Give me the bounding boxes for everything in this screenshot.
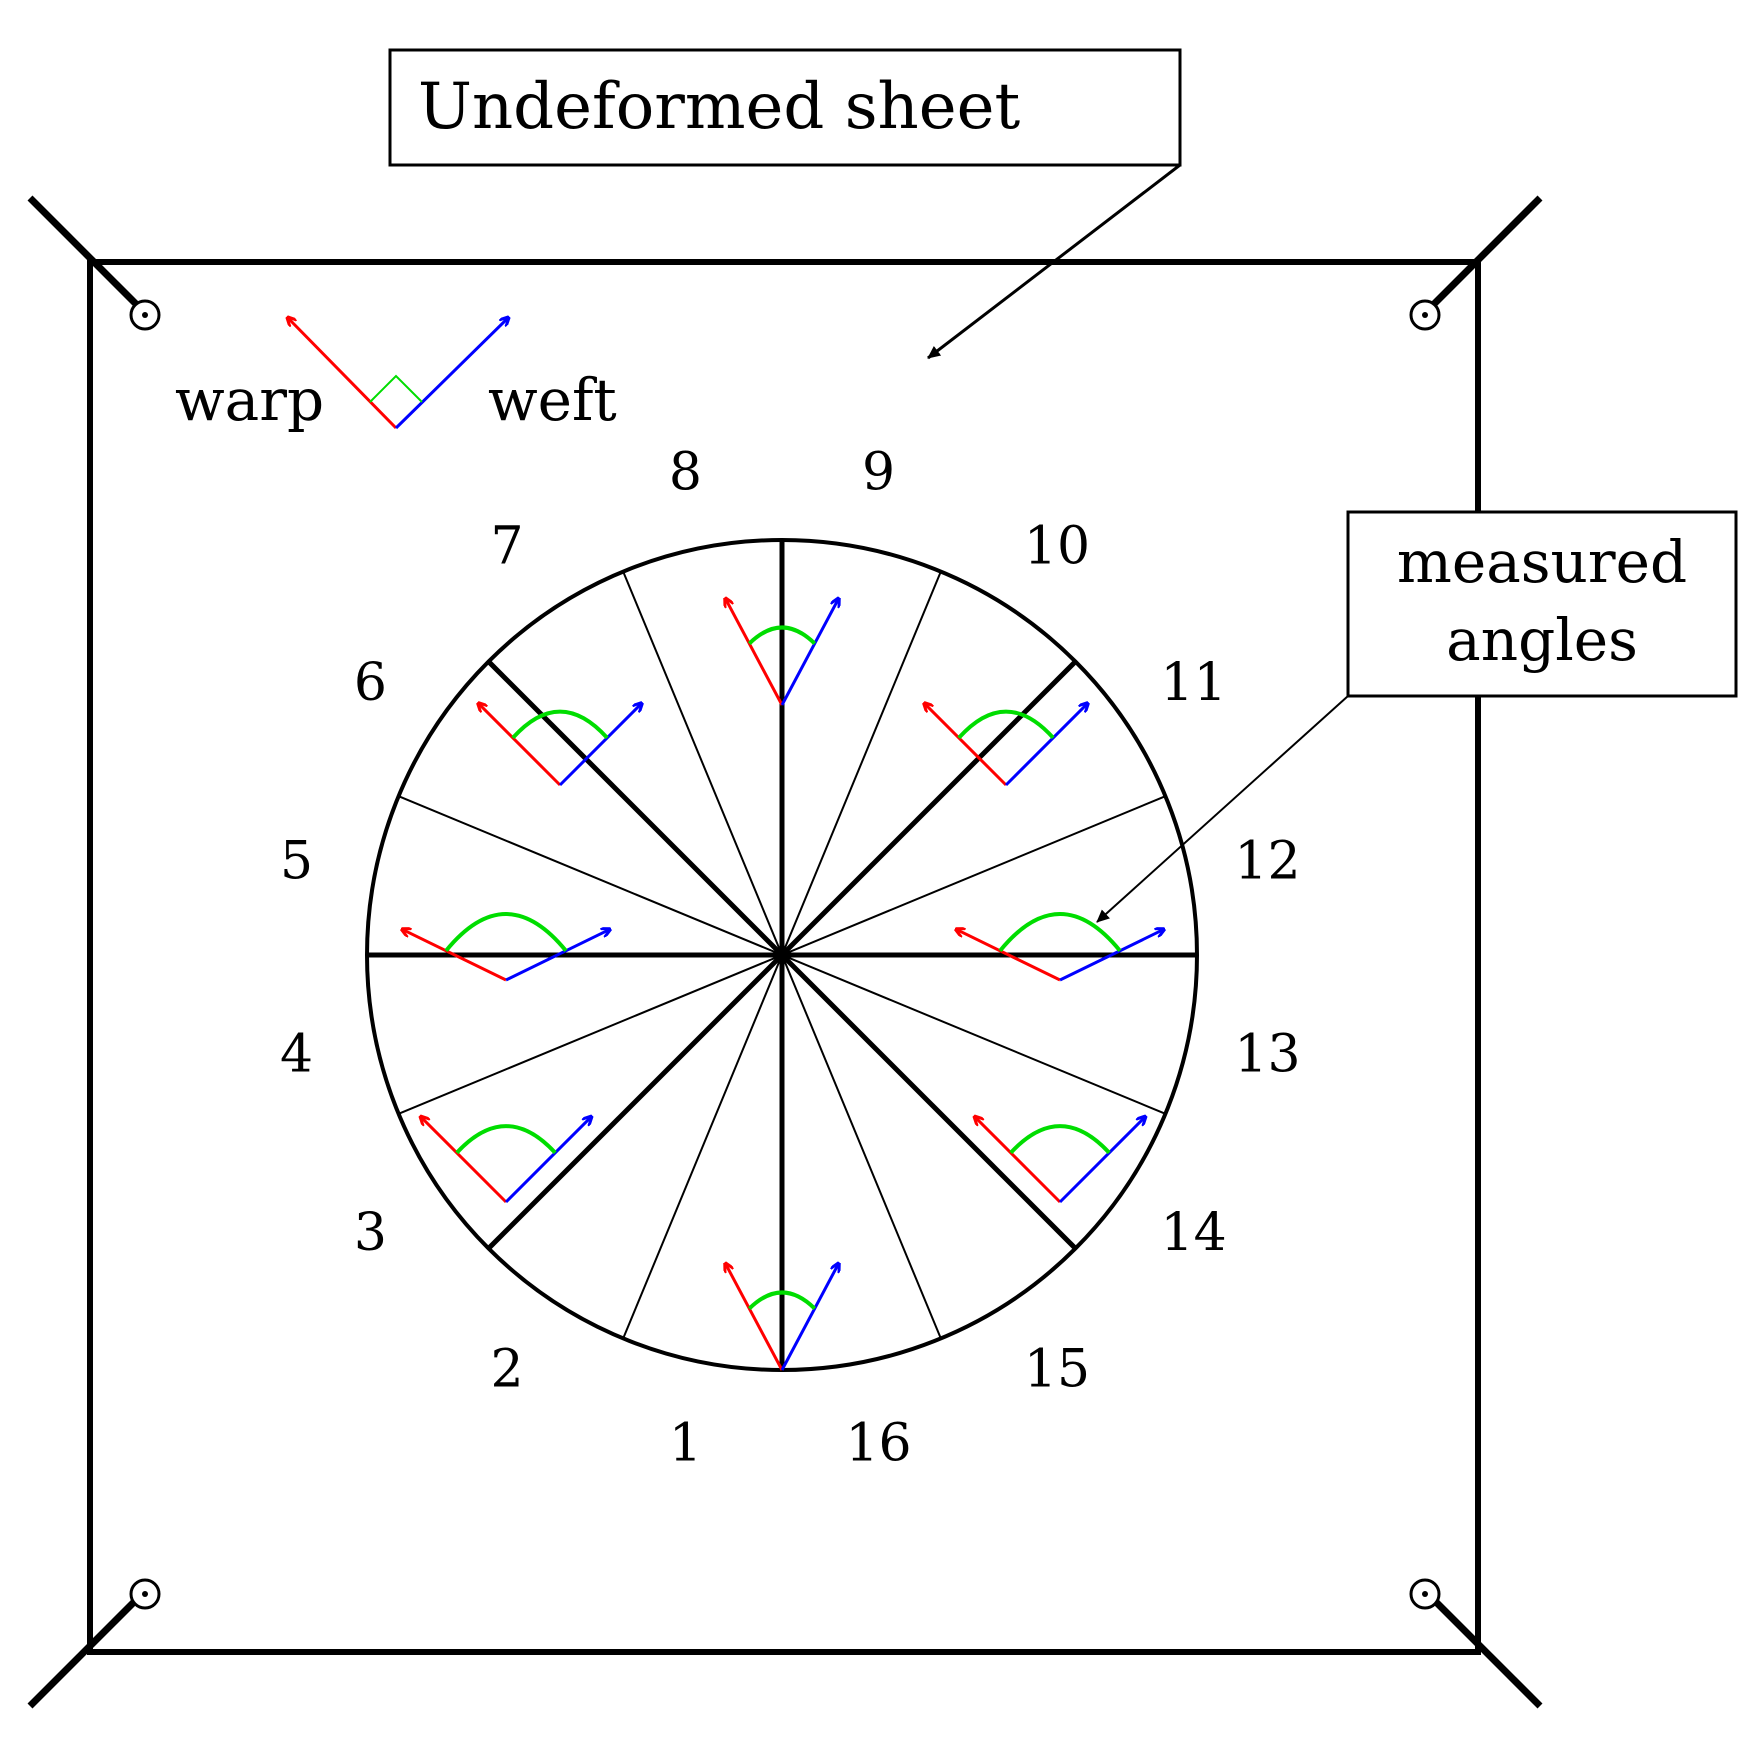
warp-arrow	[726, 599, 784, 706]
corner-clamp-bottom-left	[27, 1593, 143, 1709]
sector-label-9: 9	[862, 443, 895, 503]
warp-arrow	[479, 704, 562, 787]
weft-arrow	[1059, 930, 1163, 982]
sector-label-4: 4	[280, 1025, 313, 1085]
sector-label-7: 7	[490, 516, 523, 576]
legend-warp-arrow	[288, 318, 398, 430]
sector-label-2: 2	[490, 1340, 523, 1400]
corner-clamp-top-right	[1427, 195, 1543, 311]
sector-label-14: 14	[1160, 1203, 1226, 1263]
warp-arrow	[975, 1117, 1062, 1204]
measured-angle-glyph	[925, 704, 1088, 787]
legend-right-angle-mark	[369, 374, 423, 403]
warp-arrow	[403, 930, 507, 982]
weft-arrow	[1058, 1117, 1145, 1204]
angle-arc	[455, 1124, 557, 1155]
sector-label-5: 5	[280, 831, 313, 891]
weft-arrow	[780, 1264, 838, 1371]
measured-angle-glyph	[403, 912, 610, 982]
sector-label-6: 6	[354, 653, 387, 713]
weft-arrow	[505, 930, 609, 982]
measured-angle-glyph	[726, 1264, 839, 1371]
sector-label-1: 1	[669, 1413, 702, 1473]
measured-angle-glyph	[957, 912, 1164, 982]
angles-label-box	[1346, 510, 1738, 698]
sector-label-3: 3	[354, 1203, 387, 1263]
sector-label-16: 16	[845, 1413, 911, 1473]
weft-arrow	[780, 599, 838, 706]
angle-arc	[998, 912, 1122, 953]
corner-hole-bottom-left	[129, 1578, 161, 1610]
legend-weft-label: weft	[488, 366, 617, 434]
sector-label-15: 15	[1024, 1340, 1090, 1400]
sheet-label-pointer	[927, 163, 1181, 360]
weft-arrow	[558, 704, 641, 787]
measured-angle-glyphs	[403, 599, 1164, 1371]
sheet-label-box	[388, 48, 1182, 167]
warp-weft-legend: warp weft	[175, 318, 617, 434]
corner-hole-bottom-right	[1409, 1578, 1441, 1610]
sector-label-12: 12	[1234, 831, 1300, 891]
angles-label-line1: measured	[1397, 528, 1687, 596]
angle-arc	[957, 709, 1055, 740]
corner-hole-top-left	[129, 299, 161, 331]
legend-weft-arrow	[394, 318, 508, 430]
warp-arrow	[957, 930, 1061, 982]
angles-label-line2: angles	[1446, 606, 1638, 674]
weft-arrow	[1004, 704, 1087, 787]
sheet-label: Undeformed sheet	[418, 70, 1021, 144]
weft-arrow	[504, 1117, 591, 1204]
measured-angle-glyph	[421, 1117, 591, 1204]
angles-label-pointer	[1096, 695, 1349, 923]
warp-arrow	[726, 1264, 784, 1371]
measured-angle-glyph	[726, 599, 839, 706]
angle-arc	[444, 912, 568, 953]
sector-label-13: 13	[1234, 1025, 1300, 1085]
sheet-outline	[87, 259, 1481, 1655]
corner-clamp-bottom-right	[1427, 1593, 1543, 1709]
angle-arc	[747, 1290, 817, 1310]
warp-arrow	[421, 1117, 508, 1204]
corner-clamp-top-left	[27, 195, 143, 311]
corner-hole-top-right	[1409, 299, 1441, 331]
measured-angle-glyph	[479, 704, 642, 787]
legend-warp-label: warp	[175, 366, 324, 434]
measured-angle-glyph	[975, 1117, 1145, 1204]
sector-divider	[622, 571, 942, 1339]
sector-label-8: 8	[669, 443, 702, 503]
sector-label-11: 11	[1160, 653, 1226, 713]
angle-arc	[1009, 1124, 1111, 1155]
warp-arrow	[925, 704, 1008, 787]
angle-arc	[511, 709, 609, 740]
sector-label-10: 10	[1024, 516, 1090, 576]
angle-arc	[747, 625, 817, 645]
